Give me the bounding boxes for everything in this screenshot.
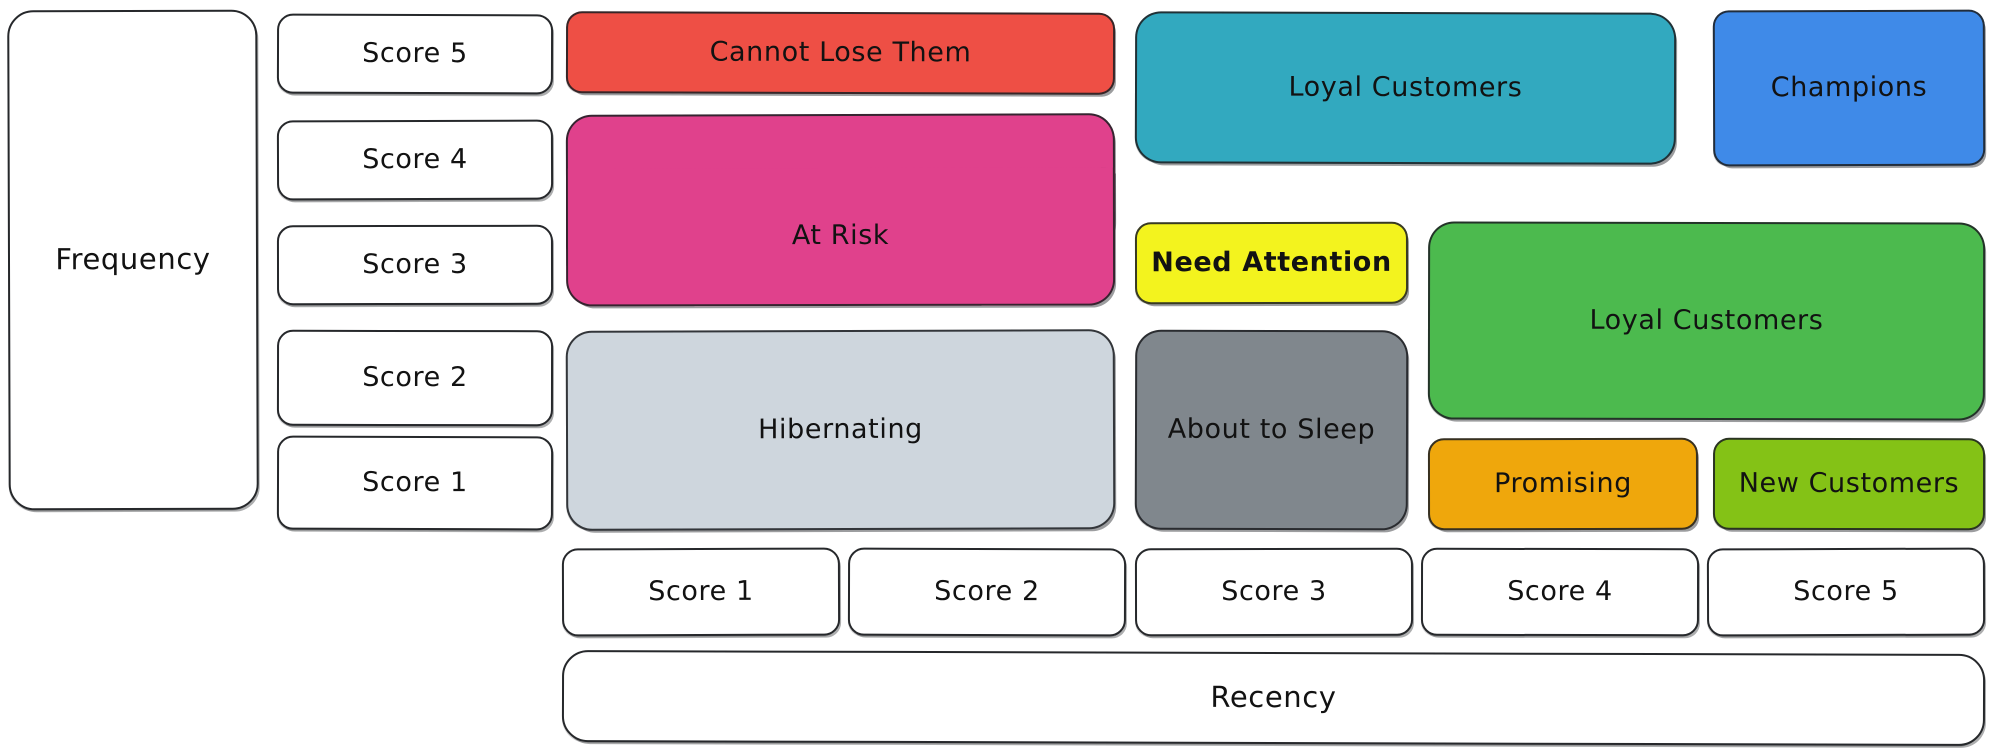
recency-score-3: Score 3 (1134, 547, 1414, 637)
frequency-score-3: Score 3 (276, 224, 554, 306)
recency-score-4: Score 4 (1420, 547, 1700, 637)
segment-loyal-customers-green[interactable]: Loyal Customers (1427, 221, 1986, 421)
segment-at-risk[interactable]: At Risk (565, 167, 1116, 307)
recency-axis-label: Recency (561, 650, 1986, 746)
segment-cannot-lose-them[interactable]: Cannot Lose Them (565, 11, 1116, 95)
recency-score-1: Score 1 (561, 547, 841, 637)
recency-score-5: Score 5 (1706, 547, 1986, 637)
segment-about-to-sleep[interactable]: About to Sleep (1134, 329, 1409, 531)
frequency-score-5: Score 5 (276, 13, 554, 95)
segment-hibernating[interactable]: Hibernating (565, 329, 1116, 531)
frequency-score-1: Score 1 (276, 435, 554, 531)
segment-champions[interactable]: Champions (1712, 9, 1986, 167)
segment-new-customers[interactable]: New Customers (1712, 437, 1986, 531)
frequency-score-2: Score 2 (276, 329, 554, 427)
frequency-score-4: Score 4 (276, 119, 554, 201)
frequency-axis-label: Frequency (7, 9, 259, 511)
segment-need-attention[interactable]: Need Attention (1134, 221, 1409, 305)
recency-score-2: Score 2 (847, 547, 1127, 637)
segment-loyal-customers-teal[interactable]: Loyal Customers (1134, 11, 1677, 165)
segment-promising[interactable]: Promising (1427, 437, 1699, 531)
